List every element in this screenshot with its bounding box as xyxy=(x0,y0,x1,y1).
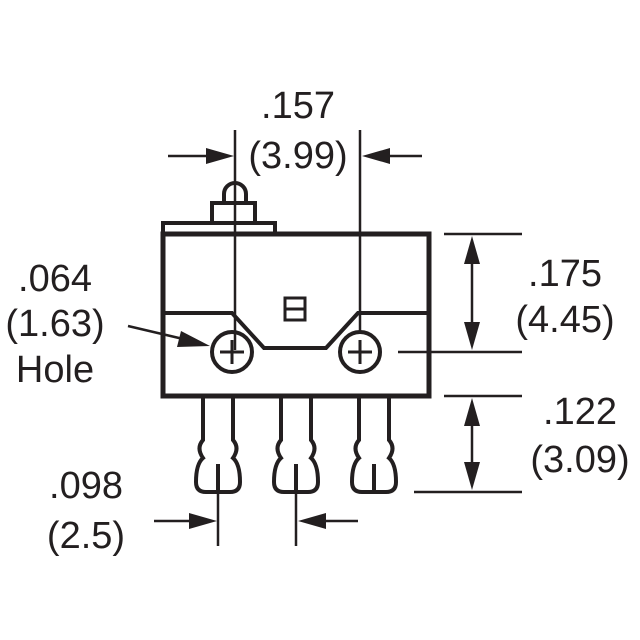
dimension-terminal-pitch: .098 (2.5) xyxy=(47,465,358,557)
terminal-pitch-inch: .098 xyxy=(49,465,123,507)
arrow-icon xyxy=(464,462,480,490)
actuator-spacing-mm: (3.99) xyxy=(248,135,347,177)
hole-mm: (1.63) xyxy=(5,303,104,345)
arrow-icon xyxy=(464,322,480,350)
actuator-spacing-inch: .157 xyxy=(261,85,335,127)
hole-height-mm: (4.45) xyxy=(515,299,614,341)
switch-body xyxy=(160,181,432,399)
dimension-actuator-spacing: .157 (3.99) xyxy=(168,85,422,350)
actuator-button xyxy=(210,201,257,225)
hole-height-inch: .175 xyxy=(528,253,602,295)
arrow-icon xyxy=(206,148,234,164)
dimension-hole-height: .175 (4.45) xyxy=(398,232,615,354)
arrow-icon xyxy=(298,513,326,529)
mounting-hole-right xyxy=(338,330,382,374)
mounting-hole-icon xyxy=(210,330,254,374)
dimension-terminal-length: .122 (3.09) xyxy=(414,391,630,494)
terminal-length-mm: (3.09) xyxy=(530,439,629,481)
arrow-icon xyxy=(464,236,480,264)
arrow-icon xyxy=(189,513,217,529)
terminals xyxy=(193,396,399,494)
arrow-icon xyxy=(177,331,210,347)
arrow-icon xyxy=(362,148,390,164)
dimension-hole: .064 (1.63) Hole xyxy=(5,258,210,391)
mounting-hole-left xyxy=(210,330,254,374)
hole-inch: .064 xyxy=(18,258,92,300)
terminal-length-inch: .122 xyxy=(543,391,617,433)
terminal-pitch-mm: (2.5) xyxy=(47,515,125,557)
cover-seam xyxy=(163,311,429,350)
hole-label: Hole xyxy=(16,349,94,391)
arrow-icon xyxy=(464,398,480,426)
